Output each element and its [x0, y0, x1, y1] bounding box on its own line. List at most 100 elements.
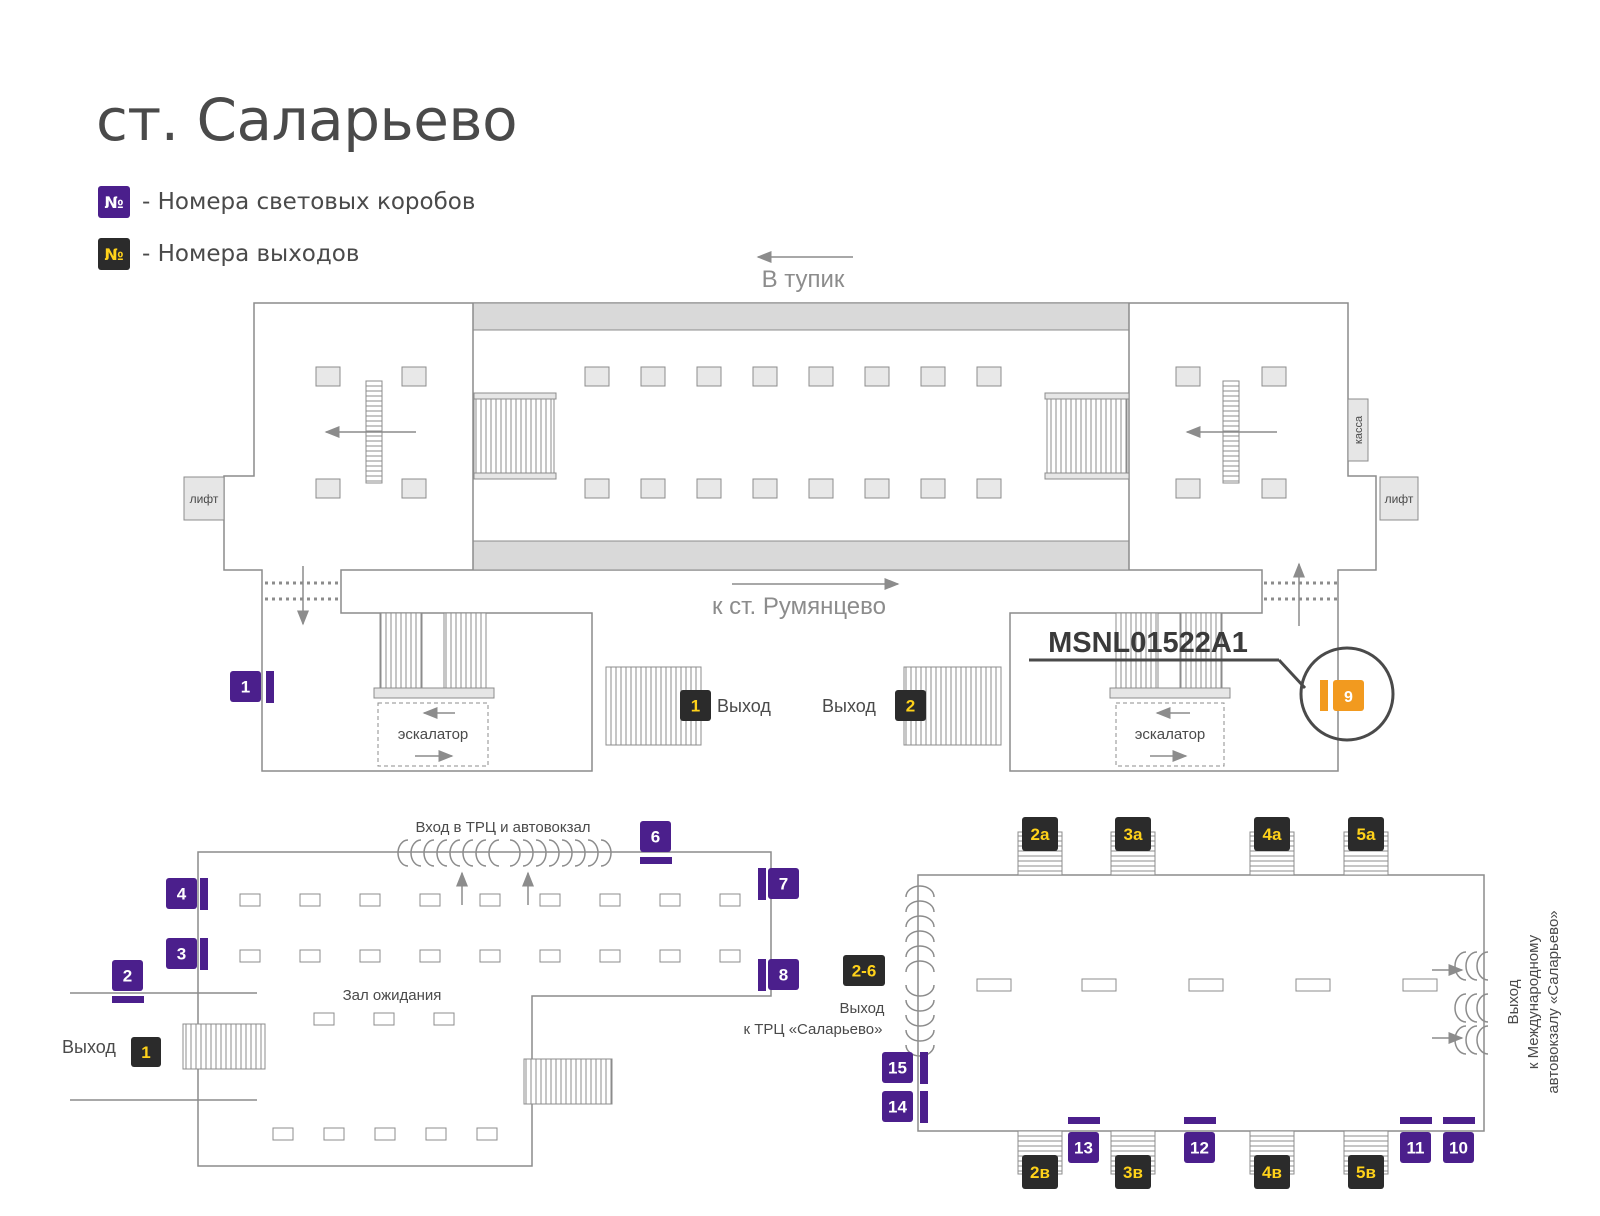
svg-text:3в: 3в [1123, 1163, 1143, 1182]
lightbox-14-badge: 14 [882, 1091, 913, 1122]
exit-2-6-badge: 2-6 [843, 955, 885, 986]
escalator-zone-left [377, 702, 489, 767]
exit-bus-line2: к Международному [1525, 934, 1542, 1069]
waiting-hall-label: Зал ожидания [343, 987, 442, 1004]
svg-text:7: 7 [779, 875, 788, 894]
exit-2-label: Выход [717, 696, 771, 716]
waiting-hall [197, 851, 772, 1167]
svg-text:12: 12 [1190, 1139, 1209, 1158]
lightbox-3-badge: 3 [166, 938, 197, 969]
svg-text:6: 6 [651, 828, 660, 847]
lower-stairs [523, 1058, 613, 1105]
lightbox-10-badge: 10 [1443, 1132, 1474, 1163]
svg-text:4: 4 [177, 885, 187, 904]
exit-5а-badge: 5а [1348, 817, 1384, 851]
platform-level [223, 302, 1377, 772]
escalator-left-label: эскалатор [398, 726, 469, 743]
svg-text:5а: 5а [1357, 825, 1376, 844]
svg-text:4а: 4а [1263, 825, 1282, 844]
turnstile-gates [265, 581, 1338, 601]
mall-doors [397, 839, 612, 867]
lightbox-4-badge: 4 [166, 878, 197, 909]
lightbox-13-badge: 13 [1068, 1132, 1099, 1163]
legend-lightbox: № - Номера световых коробов [98, 186, 475, 218]
lightbox-11-badge: 11 [1400, 1132, 1431, 1163]
lightbox-bars [112, 671, 1475, 1124]
exit-bus-line3: автовокзалу «Саларьево» [1545, 910, 1562, 1093]
track-top [472, 302, 1130, 331]
exit-2а-badge: 2а [1022, 817, 1058, 851]
exit-2-badge: 2 [895, 690, 926, 721]
exit-5в-badge: 5в [1348, 1155, 1384, 1189]
lightbox-6-badge: 6 [640, 821, 671, 852]
lightbox-legend-swatch: № [98, 186, 130, 218]
lift-right-label: лифт [1385, 492, 1414, 506]
escalators [373, 612, 1231, 699]
svg-text:11: 11 [1407, 1139, 1425, 1158]
lightbox-7-badge: 7 [768, 868, 799, 899]
columns [315, 366, 1287, 499]
lower-exit-1-badge: 1 [131, 1037, 161, 1067]
svg-text:1: 1 [241, 678, 250, 697]
lower-exit-1-label: Выход [62, 1037, 116, 1057]
bus-hall [917, 874, 1485, 1132]
lift-left-label: лифт [190, 492, 219, 506]
side-doors-left [905, 885, 935, 1057]
exit-2в-badge: 2в [1022, 1155, 1058, 1189]
exit-legend-swatch: № [98, 238, 130, 270]
legend-lightbox-text: - Номера световых коробов [142, 189, 476, 215]
lightbox-9-bar [1320, 680, 1328, 711]
bus-arrows [1432, 964, 1464, 1044]
svg-text:3а: 3а [1124, 825, 1143, 844]
legend-exit-text: - Номера выходов [142, 241, 360, 267]
exit-4в-badge: 4в [1254, 1155, 1290, 1189]
lightbox-9-label: 9 [1344, 689, 1353, 706]
exit-corridor [70, 992, 257, 1101]
exit-1-label: Выход [822, 696, 876, 716]
lift-right [1379, 476, 1419, 521]
lightbox-9-badge [1333, 680, 1364, 711]
cashier-label: касса [1353, 415, 1365, 444]
exit-3в-badge: 3в [1115, 1155, 1151, 1189]
lightbox-1-badge: 1 [230, 671, 261, 702]
svg-text:14: 14 [888, 1098, 907, 1117]
svg-text:2-6: 2-6 [852, 962, 877, 981]
page-title: ст. Саларьево [96, 86, 518, 154]
to-station-label: к ст. Румянцево [712, 593, 886, 620]
exit-4а-badge: 4а [1254, 817, 1290, 851]
svg-text:1: 1 [141, 1043, 150, 1062]
svg-text:2: 2 [123, 967, 132, 986]
svg-text:1: 1 [691, 697, 700, 716]
svg-text:2: 2 [906, 697, 915, 716]
bus-hall-columns [976, 978, 1438, 992]
lower-exit-stairs [182, 1023, 266, 1070]
svg-text:2в: 2в [1030, 1163, 1050, 1182]
exit-1-badge: 1 [680, 690, 711, 721]
lightbox-12-badge: 12 [1184, 1132, 1215, 1163]
lightbox-8-badge: 8 [768, 959, 799, 990]
cashier-box [1347, 398, 1369, 462]
svg-text:15: 15 [888, 1059, 907, 1078]
lift-left [183, 476, 225, 521]
lightbox-15-badge: 15 [882, 1052, 913, 1083]
svg-text:13: 13 [1074, 1139, 1093, 1158]
dead-end-label: В тупик [762, 266, 845, 293]
exit-3а-badge: 3а [1115, 817, 1151, 851]
svg-text:10: 10 [1449, 1139, 1468, 1158]
exit-bus-line1: Выход [1505, 979, 1522, 1024]
svg-text:8: 8 [779, 966, 788, 985]
track-bottom [472, 540, 1130, 571]
highlight-circle [1299, 646, 1395, 742]
escalator-zone-right [1115, 702, 1225, 767]
svg-text:5в: 5в [1356, 1163, 1376, 1182]
escalator-right-label: эскалатор [1135, 726, 1206, 743]
exit-mall-line1: Выход [840, 1000, 885, 1017]
arrows [297, 251, 1305, 762]
platform-stairs [365, 380, 1240, 484]
svg-text:4в: 4в [1262, 1163, 1282, 1182]
highlight-code: MSNL01522A1 [1048, 627, 1248, 659]
